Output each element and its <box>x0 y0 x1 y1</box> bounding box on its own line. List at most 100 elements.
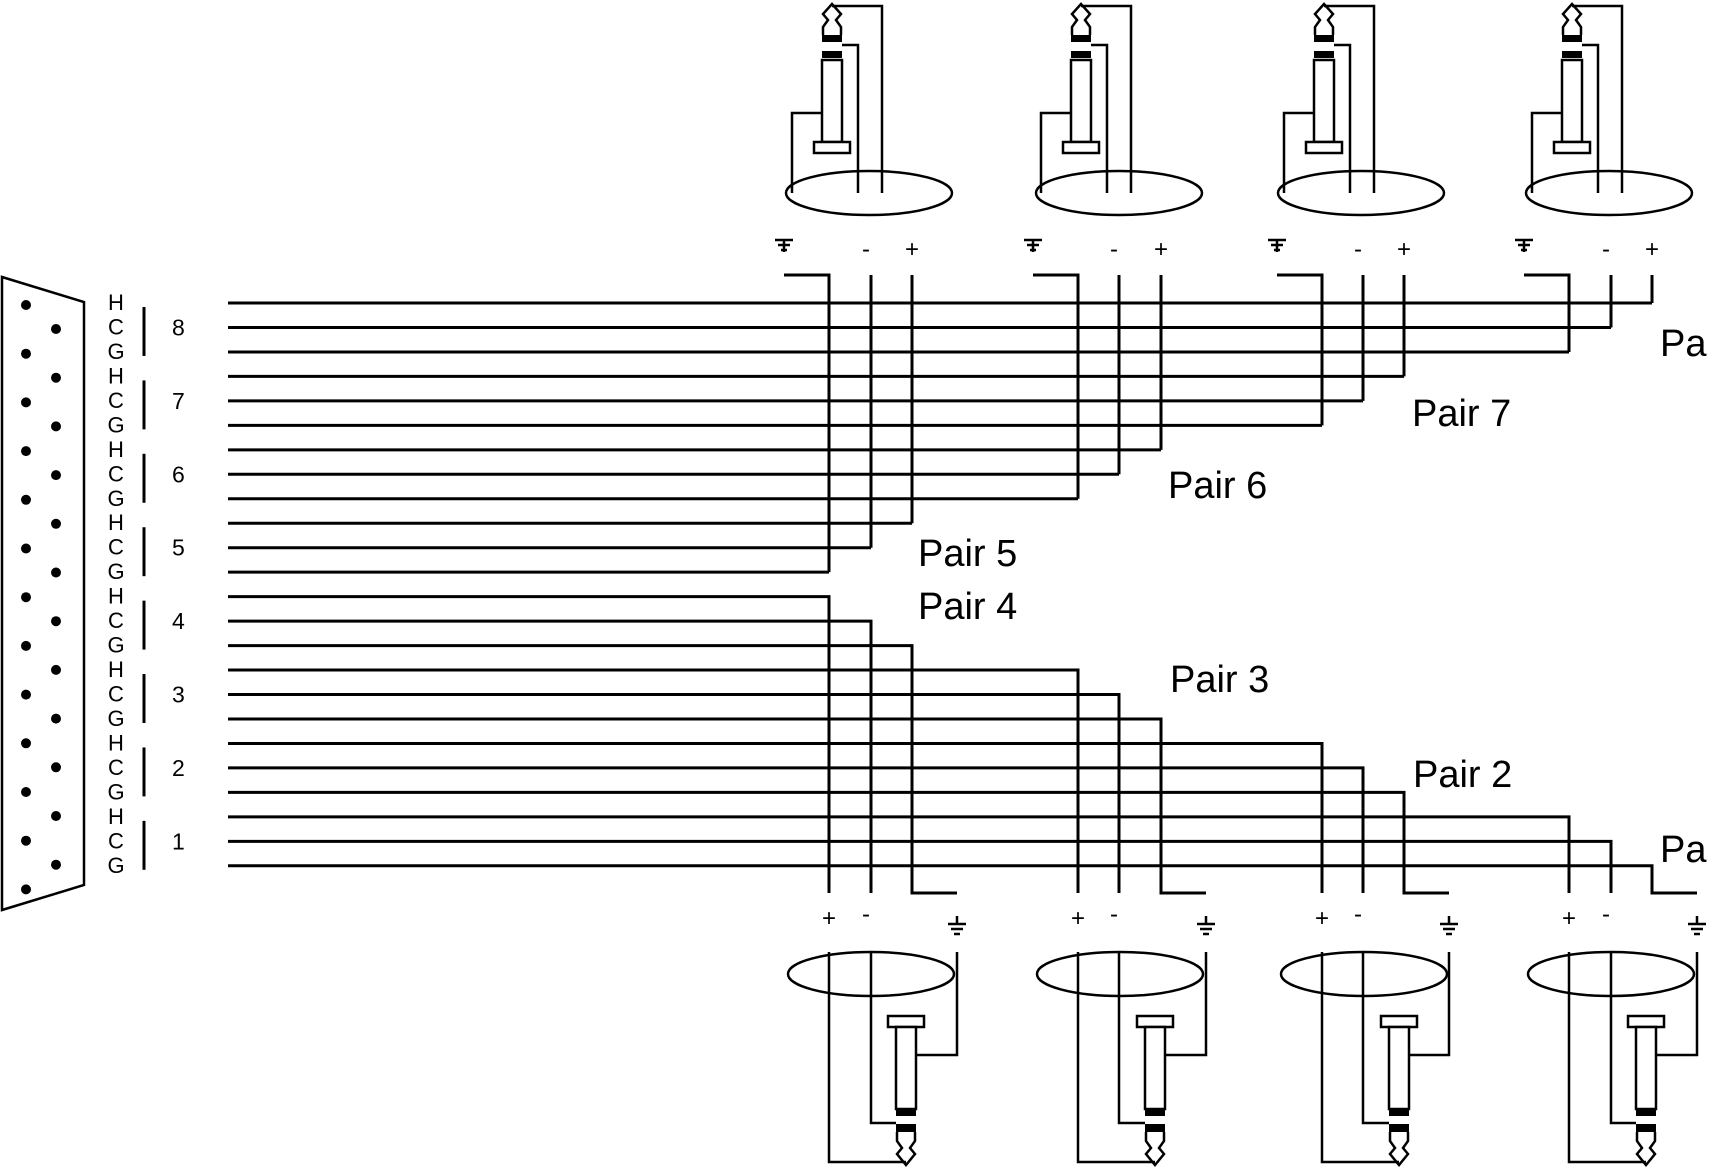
jack-tip <box>1070 2 1092 35</box>
pair-label-3: Pair 3 <box>1170 659 1269 701</box>
minus-label: - <box>1354 901 1362 928</box>
jack-ring-wire <box>1609 952 1636 1125</box>
ground-icon <box>1515 238 1533 252</box>
bottom-jack: +- <box>1035 901 1215 1167</box>
jack-ring-band <box>896 1108 916 1116</box>
jack-ring-band <box>1314 51 1334 58</box>
db25-pin <box>21 494 31 505</box>
minus-label: - <box>862 901 870 928</box>
jack-sleeve <box>1069 58 1093 144</box>
jack-sleeve-wire <box>1656 952 1699 1057</box>
db25-pin <box>51 421 61 432</box>
pair-number: 5 <box>172 535 185 561</box>
ground-icon <box>1688 916 1706 936</box>
jack-ring-wire <box>1334 43 1352 193</box>
plus-label: + <box>1071 905 1085 932</box>
jack-ring-band <box>1071 35 1091 42</box>
pin-letter: H <box>108 363 124 388</box>
pin-letter: H <box>108 804 124 829</box>
pin-letter: C <box>108 388 124 413</box>
bottom-jack: +- <box>786 901 966 1167</box>
pin-letter: C <box>108 535 124 560</box>
jack-ring-wire <box>1091 43 1109 193</box>
jack-sleeve <box>1560 58 1584 144</box>
ground-icon <box>775 238 793 252</box>
pair-number: 4 <box>172 608 185 634</box>
cable-shield-ellipse <box>1276 169 1446 217</box>
plus-label: + <box>1154 236 1168 263</box>
jack-collar <box>1061 140 1101 155</box>
jack-ring-band <box>822 51 842 58</box>
jack-ring-band <box>1389 1108 1409 1116</box>
cable-shield-ellipse <box>784 169 954 217</box>
minus-label: - <box>1354 236 1362 263</box>
jack-tip-wire <box>1572 4 1624 193</box>
jack-ring-band <box>1145 1108 1165 1116</box>
jack-sleeve-wire <box>1282 111 1314 193</box>
db25-pin <box>21 640 31 651</box>
pair-labels: Pa Pair 7 Pair 6 Pair 5 Pair 4 Pair 3 Pa… <box>918 323 1707 871</box>
jack-ring-band <box>1071 51 1091 58</box>
plus-label: + <box>1562 905 1576 932</box>
jack-tip <box>1388 1132 1410 1167</box>
minus-label: - <box>1602 901 1610 928</box>
db25-pin <box>21 787 31 797</box>
jack-sleeve-wire <box>1409 952 1451 1057</box>
pin-letter: H <box>108 510 124 535</box>
pair-number: 7 <box>172 388 185 414</box>
jack-ring-band <box>1314 35 1334 42</box>
plus-label: + <box>905 236 919 263</box>
jack-sleeve <box>1312 58 1336 144</box>
plus-label: + <box>822 905 836 932</box>
pair-label-2: Pair 2 <box>1413 754 1512 796</box>
jack-sleeve <box>820 58 844 144</box>
db25-pin <box>21 397 31 408</box>
jack-tip-wire <box>1076 952 1155 1164</box>
cable-hot <box>228 741 1324 893</box>
cable-ground <box>228 717 1206 895</box>
jack-tip <box>895 1132 917 1167</box>
jack-collar <box>1379 1014 1419 1029</box>
bottom-jacks: +-+-+-+- <box>786 901 1706 1167</box>
jack-tip-wire <box>1324 4 1376 193</box>
ground-icon <box>948 916 966 936</box>
jack-ring-wire <box>869 952 896 1125</box>
jack-sleeve <box>894 1025 918 1111</box>
pair-label-5: Pair 5 <box>918 533 1017 575</box>
db25-pins <box>21 300 61 895</box>
jack-collar <box>886 1014 926 1029</box>
top-jack: -+ <box>775 2 954 263</box>
minus-label: - <box>1602 236 1610 263</box>
top-jack: -+ <box>1268 2 1446 263</box>
plus-label: + <box>1645 236 1659 263</box>
jack-tip-wire <box>1081 4 1133 193</box>
jack-collar <box>1135 1014 1175 1029</box>
jack-ring-wire <box>1361 952 1389 1125</box>
ground-icon <box>1440 916 1458 936</box>
cable-cold <box>228 693 1121 893</box>
db25-pin <box>21 446 31 457</box>
jack-tip <box>821 2 843 35</box>
db25-pin <box>21 738 31 749</box>
db25-pin <box>51 372 61 383</box>
ground-icon <box>1024 238 1042 252</box>
pin-letter: G <box>107 339 124 364</box>
ground-icon <box>1197 916 1215 936</box>
jack-sleeve-wire <box>916 952 959 1057</box>
bottom-jack: +- <box>1279 901 1458 1167</box>
pin-letter: H <box>108 584 124 609</box>
pair-number: 2 <box>172 755 185 781</box>
jack-collar <box>1304 140 1344 155</box>
jack-tip-wire <box>827 952 906 1164</box>
db25-pin <box>51 616 61 627</box>
pair-label-8: Pa <box>1660 323 1707 365</box>
db25-pin <box>21 300 31 310</box>
db25-pin <box>21 348 31 359</box>
db25-shell <box>0 275 86 912</box>
jack-sleeve-wire <box>1530 111 1562 193</box>
pin-letter: H <box>108 437 124 462</box>
wire-ground <box>1524 273 1571 352</box>
ground-icon <box>1268 238 1286 252</box>
